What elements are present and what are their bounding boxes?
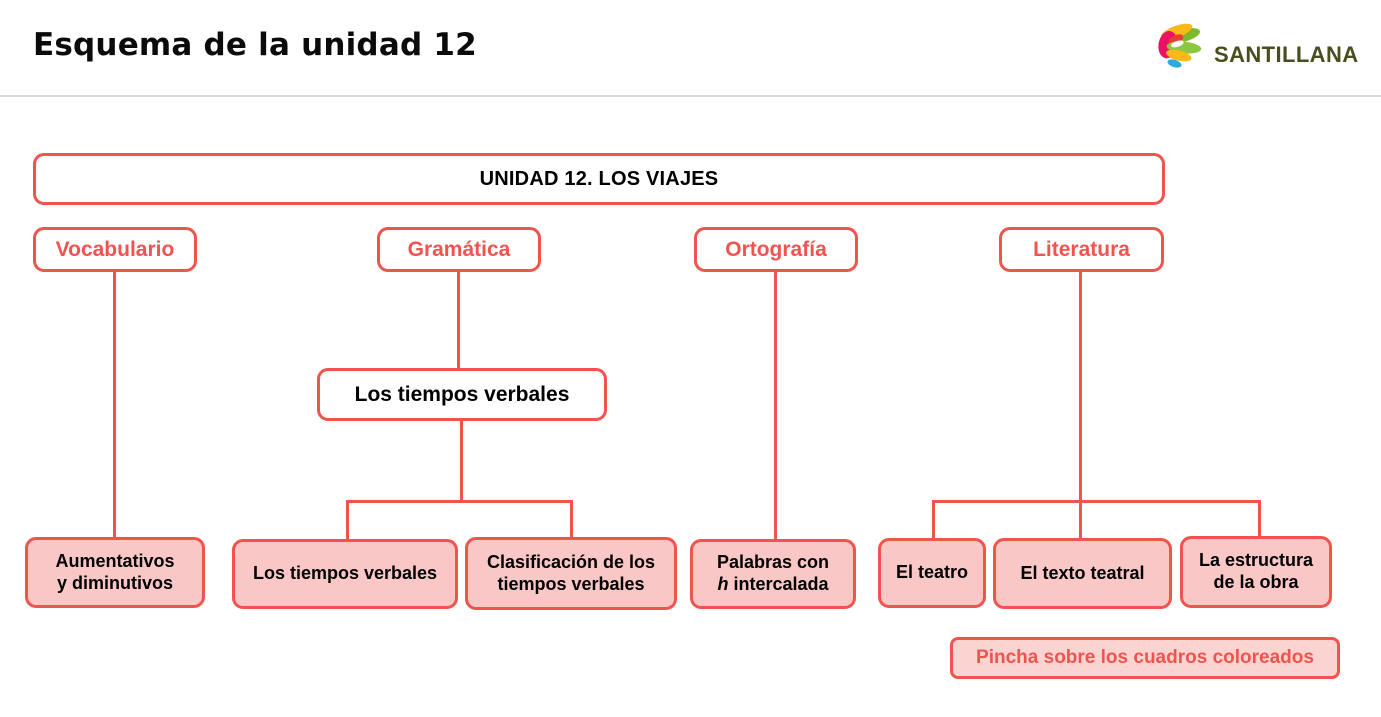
unit-title-box: UNIDAD 12. LOS VIAJES — [33, 153, 1165, 205]
leaf-label-line: tiempos verbales — [497, 573, 645, 594]
leaf-box-clasificacion[interactable]: Clasificación de los tiempos verbales — [465, 537, 677, 610]
santillana-logo: SANTILLANA — [1152, 18, 1359, 80]
connector-gramatica — [457, 270, 460, 370]
leaf-label-line: Clasificación de los — [486, 551, 656, 572]
leaf-box-tiempos-verbales[interactable]: Los tiempos verbales — [232, 539, 458, 609]
connector-branch-tiempos — [346, 500, 349, 539]
leaf-label-line: El teatro — [895, 562, 969, 583]
category-box-gramatica: Gramática — [377, 227, 541, 272]
leaf-box-estructura-obra[interactable]: La estructura de la obra — [1180, 536, 1332, 608]
instruction-note-box: Pincha sobre los cuadros coloreados — [950, 637, 1340, 679]
leaf-label-line: El texto teatral — [1020, 562, 1145, 583]
leaf-label-line: La estructura — [1198, 550, 1314, 571]
header-divider — [0, 95, 1381, 97]
page-title: Esquema de la unidad 12 — [33, 27, 477, 63]
leaf-box-el-teatro[interactable]: El teatro — [878, 538, 986, 608]
leaf-label-line: h intercalada — [717, 574, 829, 594]
santillana-wordmark: SANTILLANA — [1214, 42, 1359, 67]
leaf-box-aumentativos[interactable]: Aumentativos y diminutivos — [25, 537, 205, 608]
category-box-ortografia: Ortografía — [694, 227, 858, 272]
leaf-label-line: Los tiempos verbales — [252, 563, 438, 584]
subtopic-box-tiempos-verbales: Los tiempos verbales — [317, 368, 607, 421]
connector-literatura-branch — [932, 500, 1261, 503]
connector-subbox-down — [460, 419, 463, 503]
category-box-literatura: Literatura — [999, 227, 1164, 272]
leaf-label-line: Palabras con — [716, 552, 830, 573]
leaf-label-line: de la obra — [1213, 572, 1299, 592]
connector-ortografia — [774, 270, 777, 541]
leaf-box-palabras-h[interactable]: Palabras con h intercalada — [690, 539, 856, 609]
leaf-label-line: y diminutivos — [56, 572, 173, 593]
connector-vocabulario — [113, 269, 116, 539]
category-box-vocabulario: Vocabulario — [33, 227, 197, 272]
leaf-label-line: Aumentativos — [55, 550, 175, 571]
connector-branch-teatro — [932, 500, 935, 540]
connector-literatura — [1079, 270, 1082, 540]
connector-gramatica-branch — [346, 500, 573, 503]
leaf-box-texto-teatral[interactable]: El texto teatral — [993, 538, 1172, 609]
connector-branch-estructura — [1258, 500, 1261, 538]
connector-branch-clasificacion — [570, 500, 573, 539]
